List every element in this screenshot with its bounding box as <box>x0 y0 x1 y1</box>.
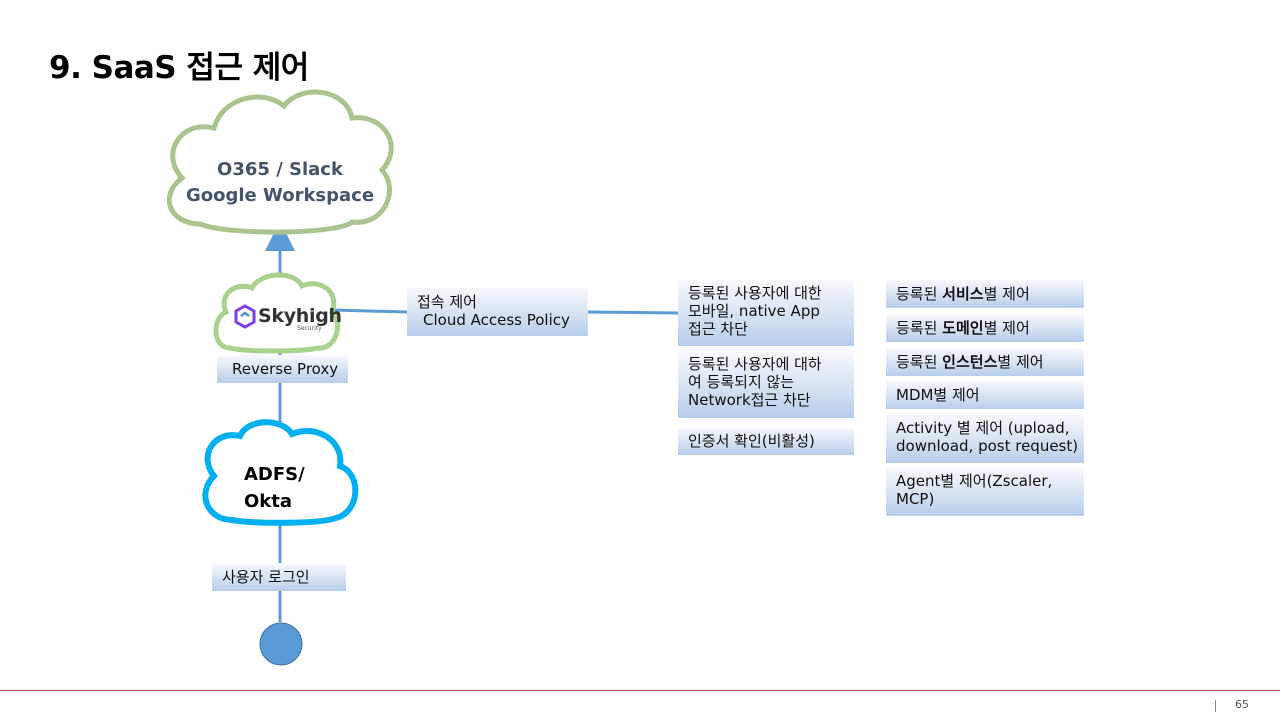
middle-box-mobile-block: 등록된 사용자에 대한 모바일, native App 접근 차단 <box>678 280 854 346</box>
right-box-agent-control: Agent별 제어(Zscaler, MCP) <box>886 468 1084 516</box>
right-box-text: 별 제어 <box>997 353 1044 371</box>
idp-cloud-shape <box>202 419 359 526</box>
saas-cloud-label: O365 / Slack Google Workspace <box>185 157 375 209</box>
middle-box-line: 등록된 사용자에 대한 <box>688 284 822 302</box>
saas-cloud-line2: Google Workspace <box>185 185 375 206</box>
idp-cloud-line2: Okta <box>244 491 293 512</box>
middle-box-line: 여 등록되지 않는 <box>688 373 795 391</box>
skyhigh-hexagon-inner-icon <box>240 311 250 317</box>
skyhigh-logo-text: Skyhigh <box>258 305 342 327</box>
skyhigh-logo-ring <box>213 272 341 354</box>
middle-box-line: 접근 차단 <box>688 320 748 338</box>
user-login-label: 사용자 로그인 <box>212 563 346 591</box>
right-box-bold-text: 인스턴스 <box>942 353 998 371</box>
right-box-activity-control: Activity 별 제어 (upload, download, post re… <box>886 415 1084 463</box>
right-box-text: MCP) <box>896 490 935 508</box>
right-box-text: MDM별 제어 <box>896 386 980 404</box>
middle-box-network-block: 등록된 사용자에 대하 여 등록되지 않는 Network접근 차단 <box>678 351 854 418</box>
right-box-text: download, post request) <box>896 437 1079 455</box>
page-number: 65 <box>1235 698 1249 711</box>
footer-divider <box>1215 700 1216 712</box>
idp-cloud-line1: ADFS/ <box>244 464 305 485</box>
skyhigh-logo-subtext: Security <box>297 325 322 332</box>
access-control-line2: Cloud Access Policy <box>423 311 570 329</box>
right-box-service-control: 등록된 서비스별 제어 <box>886 280 1084 308</box>
saas-cloud-shape <box>166 89 394 235</box>
right-box-domain-control: 등록된 도메인별 제어 <box>886 314 1084 342</box>
access-control-line1: 접속 제어 <box>417 293 477 311</box>
skyhigh-hexagon-icon <box>234 304 256 329</box>
connector-policy-to-controls <box>587 310 681 315</box>
middle-box-line: 모바일, native App <box>688 302 820 320</box>
page-title: 9. SaaS 접근 제어 <box>49 50 309 86</box>
right-box-bold-text: 도메인 <box>942 319 984 337</box>
right-box-text: 등록된 <box>896 319 943 337</box>
reverse-proxy-label: Reverse Proxy <box>217 355 348 383</box>
middle-box-line: 인증서 확인(비활성) <box>688 432 815 450</box>
right-box-text: Activity 별 제어 (upload, <box>896 419 1070 437</box>
right-box-text: Agent별 제어(Zscaler, <box>896 472 1053 490</box>
right-box-text: 등록된 <box>896 353 943 371</box>
right-box-text: 별 제어 <box>983 285 1030 303</box>
access-control-box: 접속 제어 Cloud Access Policy <box>407 288 588 336</box>
saas-cloud-line1: O365 / Slack <box>217 159 343 180</box>
right-box-text: 등록된 <box>896 285 943 303</box>
idp-cloud-label: ADFS/ Okta <box>244 461 305 515</box>
user-node <box>259 622 303 666</box>
right-box-bold-text: 서비스 <box>942 285 984 303</box>
footer-rule <box>0 690 1280 691</box>
middle-box-line: 등록된 사용자에 대하 <box>688 355 822 373</box>
right-box-mdm-control: MDM별 제어 <box>886 381 1084 409</box>
middle-box-line: Network접근 차단 <box>688 391 811 409</box>
middle-box-certificate: 인증서 확인(비활성) <box>678 427 854 455</box>
right-box-text: 별 제어 <box>983 319 1030 337</box>
right-box-instance-control: 등록된 인스턴스별 제어 <box>886 348 1084 376</box>
connector-proxy-to-policy <box>331 308 409 314</box>
